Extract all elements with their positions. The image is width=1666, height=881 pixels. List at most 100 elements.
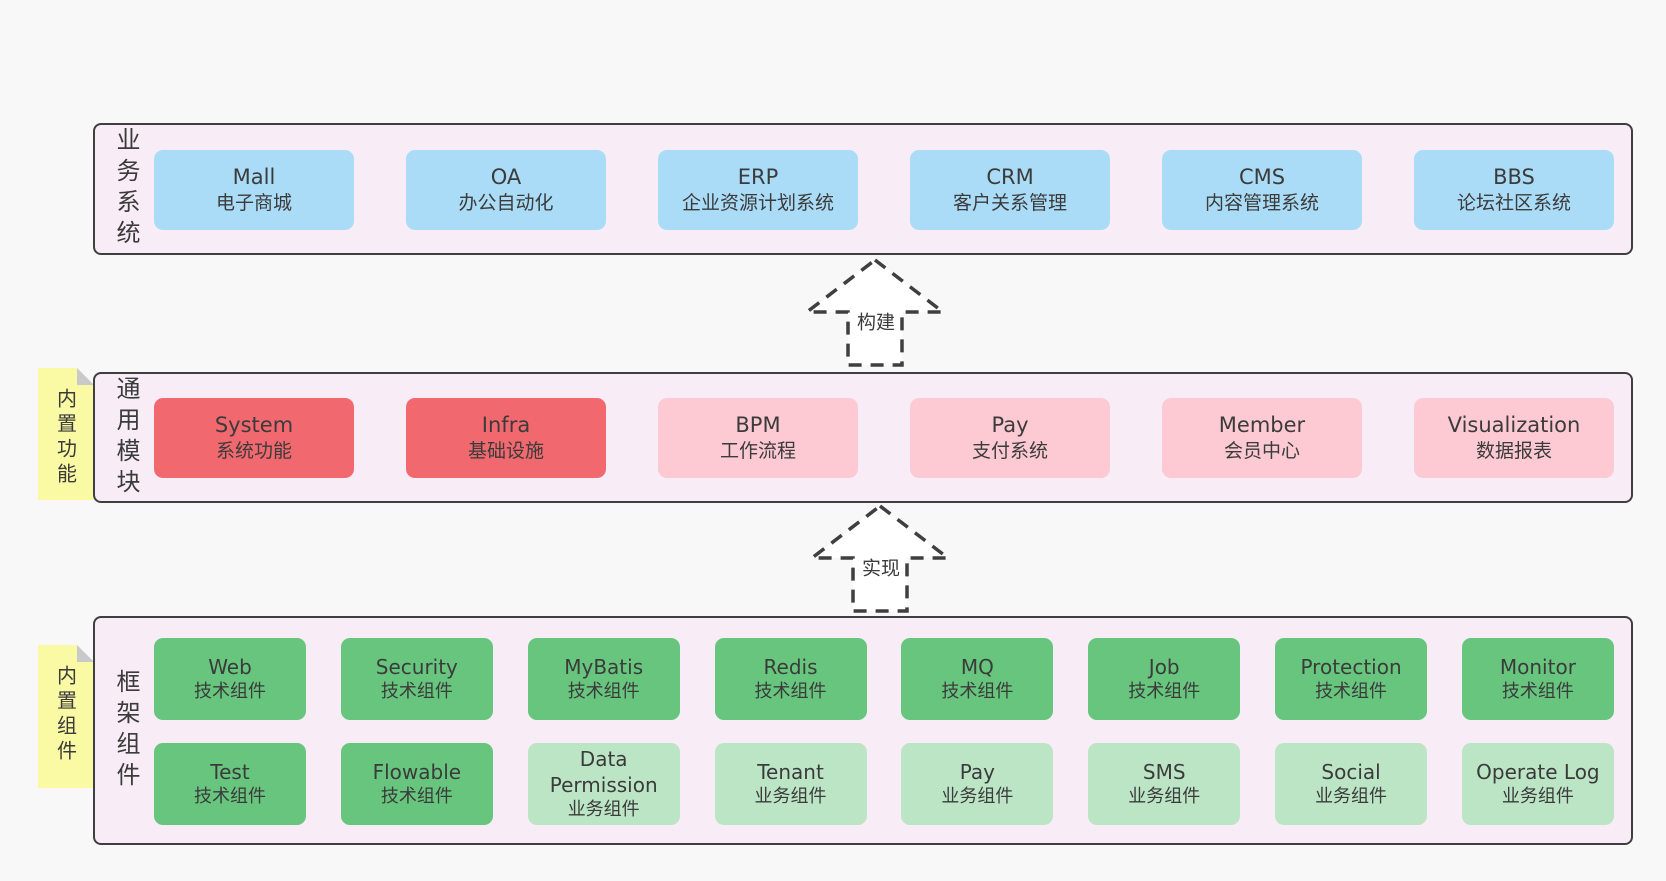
- box-zh-label: 工作流程: [719, 439, 796, 462]
- box-zh-label: 技术组件: [194, 680, 266, 702]
- box-en-label: Infra: [481, 412, 531, 437]
- box-zh-label: 电子商城: [215, 191, 292, 214]
- box-zh-label: 技术组件: [567, 680, 640, 702]
- box-en-label: MQ: [960, 654, 994, 679]
- sticky-note-label: 内置组件: [53, 665, 78, 765]
- box-bpm: BPM 工作流程: [658, 398, 858, 478]
- box-en-label: Pay: [991, 412, 1029, 437]
- box-en-label: Security: [375, 654, 458, 679]
- note-fold-corner: [77, 368, 94, 385]
- box-zh-label: 技术组件: [941, 680, 1014, 702]
- box-en-label: Operate Log: [1476, 759, 1600, 784]
- panel-common-modules: 通用模块 System 系统功能 Infra 基础设施 BPM 工作流程 Pay…: [93, 372, 1633, 503]
- box-zh-label: 技术组件: [380, 785, 453, 807]
- business-box-row: Mall 电子商城 OA 办公自动化 ERP 企业资源计划系统 CRM 客户关系…: [154, 150, 1614, 230]
- box-zh-label: 客户关系管理: [952, 191, 1067, 214]
- sticky-note-builtin-features: 内置功能: [38, 368, 94, 500]
- box-zh-label: 技术组件: [754, 680, 827, 702]
- box-crm: CRM 客户关系管理: [910, 150, 1110, 230]
- box-zh-label: 系统功能: [215, 439, 292, 462]
- components-box-row-1: Web 技术组件 Security 技术组件 MyBatis 技术组件 Redi…: [154, 638, 1614, 720]
- box-cms: CMS 内容管理系统: [1162, 150, 1362, 230]
- box-en-label: Pay: [959, 759, 995, 784]
- box-zh-label: 业务组件: [567, 798, 640, 820]
- box-zh-label: 办公自动化: [458, 191, 554, 214]
- box-en-label: System: [214, 412, 294, 437]
- box-en-label: Social: [1321, 759, 1381, 784]
- box-data-permission: Data Permission 业务组件: [527, 743, 680, 825]
- box-en-label: Mall: [232, 164, 276, 189]
- box-zh-label: 技术组件: [194, 785, 266, 807]
- box-protection: Protection 技术组件: [1275, 638, 1428, 720]
- box-en-label: Member: [1218, 412, 1306, 437]
- box-en-label: CRM: [986, 164, 1034, 189]
- box-sms: SMS 业务组件: [1088, 743, 1241, 825]
- box-redis: Redis 技术组件: [714, 638, 867, 720]
- box-en-label: Monitor: [1499, 654, 1576, 679]
- box-zh-label: 业务组件: [1128, 785, 1201, 807]
- box-bbs: BBS 论坛社区系统: [1414, 150, 1614, 230]
- box-job: Job 技术组件: [1088, 638, 1241, 720]
- box-en-label: Flowable: [372, 759, 462, 784]
- sticky-note-builtin-components: 内置组件: [38, 645, 94, 788]
- box-security: Security 技术组件: [340, 638, 493, 720]
- box-en-label: BPM: [735, 412, 781, 437]
- box-en-label: Tenant: [757, 759, 824, 784]
- box-mq: MQ 技术组件: [901, 638, 1054, 720]
- box-zh-label: 技术组件: [1128, 680, 1201, 702]
- box-zh-label: 论坛社区系统: [1456, 191, 1571, 214]
- box-en-label: Test: [210, 759, 250, 784]
- panel-business-side-label: 业务系统: [112, 127, 140, 251]
- box-member: Member 会员中心: [1162, 398, 1362, 478]
- box-en-label: ERP: [737, 164, 779, 189]
- box-en-label: Job: [1148, 654, 1180, 679]
- modules-box-row: System 系统功能 Infra 基础设施 BPM 工作流程 Pay 支付系统…: [154, 398, 1614, 478]
- panel-modules-side-label: 通用模块: [112, 375, 140, 500]
- box-oa: OA 办公自动化: [406, 150, 606, 230]
- arrow-build-label: 构建: [853, 306, 899, 336]
- box-pay-component: Pay 业务组件: [901, 743, 1054, 825]
- box-zh-label: 支付系统: [971, 439, 1048, 462]
- arrow-implement-label: 实现: [858, 552, 904, 582]
- box-zh-label: 业务组件: [754, 785, 827, 807]
- box-en-label: Redis: [763, 654, 818, 679]
- components-box-row-2: Test 技术组件 Flowable 技术组件 Data Permission …: [154, 743, 1614, 825]
- box-en-label: Web: [208, 654, 252, 679]
- box-zh-label: 数据报表: [1475, 439, 1552, 462]
- box-zh-label: 企业资源计划系统: [681, 191, 834, 214]
- box-monitor: Monitor 技术组件: [1461, 638, 1614, 720]
- box-zh-label: 业务组件: [1315, 785, 1388, 807]
- box-en-label: Data Permission: [549, 746, 658, 797]
- box-operate-log: Operate Log 业务组件: [1461, 743, 1614, 825]
- box-flowable: Flowable 技术组件: [340, 743, 493, 825]
- box-social: Social 业务组件: [1275, 743, 1428, 825]
- box-zh-label: 业务组件: [941, 785, 1014, 807]
- box-test: Test 技术组件: [154, 743, 306, 825]
- box-en-label: Visualization: [1447, 412, 1581, 437]
- note-fold-corner: [77, 645, 94, 662]
- box-system: System 系统功能: [154, 398, 354, 478]
- box-en-label: BBS: [1493, 164, 1535, 189]
- box-zh-label: 内容管理系统: [1204, 191, 1319, 214]
- box-zh-label: 会员中心: [1223, 439, 1300, 462]
- box-tenant: Tenant 业务组件: [714, 743, 867, 825]
- panel-framework-components: 框架组件 Web 技术组件 Security 技术组件 MyBatis 技术组件…: [93, 616, 1633, 845]
- box-zh-label: 技术组件: [1501, 680, 1574, 702]
- box-zh-label: 基础设施: [467, 439, 544, 462]
- box-web: Web 技术组件: [154, 638, 306, 720]
- box-visualization: Visualization 数据报表: [1414, 398, 1614, 478]
- box-zh-label: 技术组件: [380, 680, 453, 702]
- box-en-label: SMS: [1142, 759, 1186, 784]
- box-infra: Infra 基础设施: [406, 398, 606, 478]
- box-en-label: OA: [490, 164, 522, 189]
- panel-business-systems: 业务系统 Mall 电子商城 OA 办公自动化 ERP 企业资源计划系统 CRM…: [93, 123, 1633, 255]
- panel-components-side-label: 框架组件: [112, 668, 140, 793]
- box-zh-label: 技术组件: [1315, 680, 1388, 702]
- box-pay-module: Pay 支付系统: [910, 398, 1110, 478]
- box-mybatis: MyBatis 技术组件: [527, 638, 680, 720]
- box-erp: ERP 企业资源计划系统: [658, 150, 858, 230]
- sticky-note-label: 内置功能: [53, 388, 78, 488]
- box-en-label: MyBatis: [564, 654, 644, 679]
- box-en-label: CMS: [1238, 164, 1286, 189]
